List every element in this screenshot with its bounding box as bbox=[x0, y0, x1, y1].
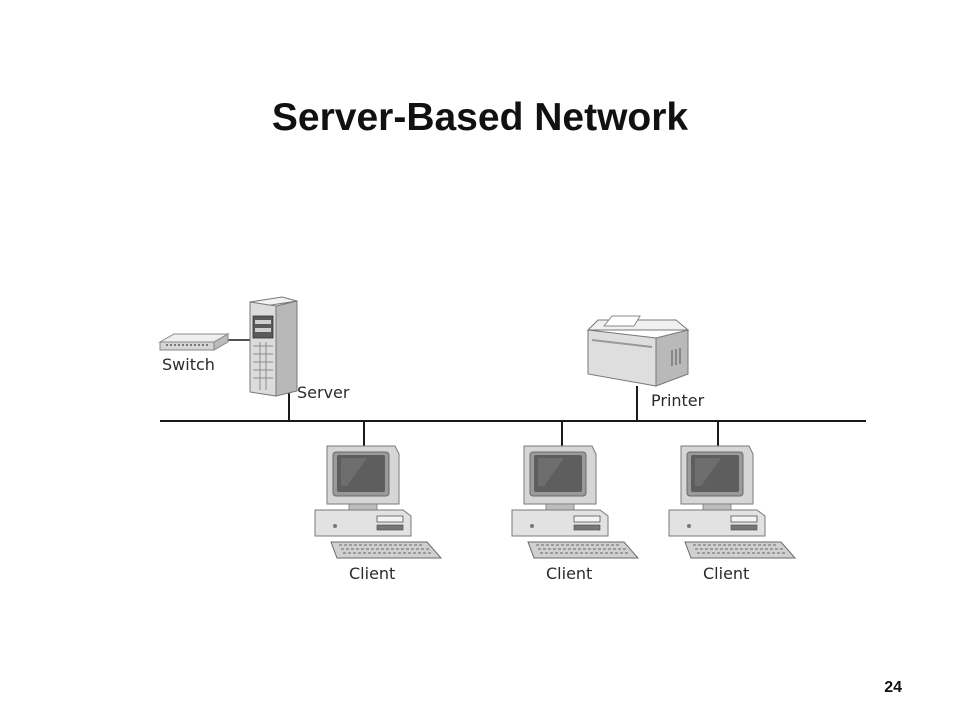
client-label: Client bbox=[703, 564, 749, 583]
desktop-computer-icon bbox=[314, 445, 442, 559]
client-label: Client bbox=[546, 564, 592, 583]
server-label: Server bbox=[297, 383, 350, 402]
desktop-computer-icon bbox=[668, 445, 796, 559]
page-number: 24 bbox=[884, 679, 902, 696]
printer-icon bbox=[586, 315, 690, 387]
slide-title: Server-Based Network bbox=[271, 96, 689, 139]
desktop-computer-icon bbox=[511, 445, 639, 559]
network-switch-icon bbox=[158, 333, 230, 351]
printer-label: Printer bbox=[651, 391, 705, 410]
server-tower-icon bbox=[249, 296, 298, 397]
client-label: Client bbox=[349, 564, 395, 583]
switch-label: Switch bbox=[162, 355, 215, 374]
